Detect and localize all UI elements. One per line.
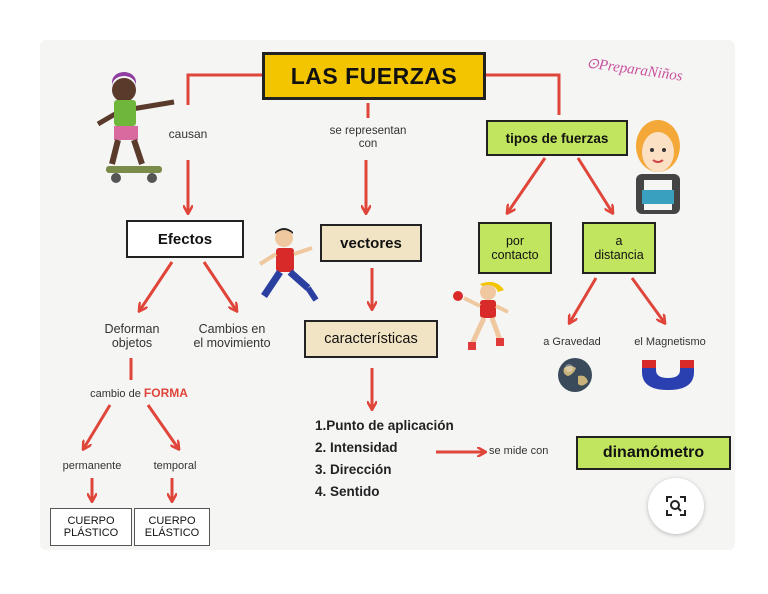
label-permanente: permanente [62, 460, 122, 472]
node-efectos-label: Efectos [157, 230, 213, 248]
label-cambios-movimiento: Cambios en el movimiento [180, 322, 284, 351]
node-caracteristicas-label: características [324, 331, 418, 347]
node-cuerpo-elastico-line1: CUERPO [148, 515, 196, 527]
earth-globe-icon [558, 358, 592, 392]
label-se-mide-con: se mide con [489, 445, 549, 457]
skater-boy-icon [96, 72, 175, 183]
list-item: 3. Dirección [315, 462, 392, 477]
list-item: 2. Intensidad [315, 440, 398, 455]
label-magnetismo: el Magnetismo [634, 336, 706, 348]
label-gravedad: a Gravedad [543, 336, 601, 348]
node-cuerpo-plastico: CUERPO PLÁSTICO [50, 508, 132, 546]
magnet-icon [642, 360, 694, 390]
label-cambios-line2: el movimiento [193, 336, 271, 351]
node-cuerpo-plastico-line2: PLÁSTICO [63, 527, 119, 539]
node-a-distancia-line2: distancia [594, 248, 644, 262]
node-cuerpo-elastico: CUERPO ELÁSTICO [134, 508, 210, 546]
title-box: LAS FUERZAS [262, 52, 486, 100]
label-cambios-line1: Cambios en [198, 322, 266, 336]
node-a-distancia-line1: a [615, 234, 623, 248]
node-caracteristicas: características [304, 320, 438, 358]
node-dinamometro: dinamómetro [576, 436, 731, 470]
visual-search-button[interactable] [648, 478, 704, 534]
page-title: LAS FUERZAS [290, 62, 458, 89]
label-forma: FORMA [143, 386, 188, 400]
label-cambio-de: cambio de [90, 388, 144, 400]
label-temporal: temporal [153, 460, 197, 472]
node-a-distancia: a distancia [582, 222, 656, 274]
label-se-representan-line1: se representan [329, 125, 407, 137]
node-por-contacto-line1: por [505, 234, 525, 248]
label-cambio-de-forma: cambio de FORMA [76, 386, 202, 401]
node-dinamometro-label: dinamómetro [602, 444, 705, 461]
node-vectores-label: vectores [340, 234, 402, 252]
label-deforman-line2: objetos [111, 336, 153, 351]
node-efectos: Efectos [126, 220, 244, 258]
node-cuerpo-elastico-line2: ELÁSTICO [144, 527, 200, 539]
node-por-contacto: por contacto [478, 222, 552, 274]
node-cuerpo-plastico-line1: CUERPO [67, 515, 115, 527]
node-vectores: vectores [320, 224, 422, 262]
label-se-representan-line2: con [358, 138, 378, 151]
node-tipos-de-fuerzas: tipos de fuerzas [486, 120, 628, 156]
list-item: 4. Sentido [315, 484, 380, 499]
node-por-contacto-line2: contacto [491, 248, 539, 262]
label-se-representan: se representan con [308, 125, 428, 151]
ball-girl-icon [453, 282, 509, 350]
visual-search-icon [666, 496, 686, 516]
node-tipos-label: tipos de fuerzas [505, 130, 609, 146]
label-deforman-line1: Deforman [104, 322, 160, 336]
running-boy-icon [258, 228, 319, 302]
list-item: 1.Punto de aplicación [315, 418, 454, 433]
teacher-icon [636, 120, 680, 214]
caracteristicas-list: 1.Punto de aplicación 2. Intensidad 3. D… [315, 415, 454, 503]
label-causan: causan [168, 127, 208, 141]
label-deforman-objetos: Deforman objetos [92, 322, 172, 351]
